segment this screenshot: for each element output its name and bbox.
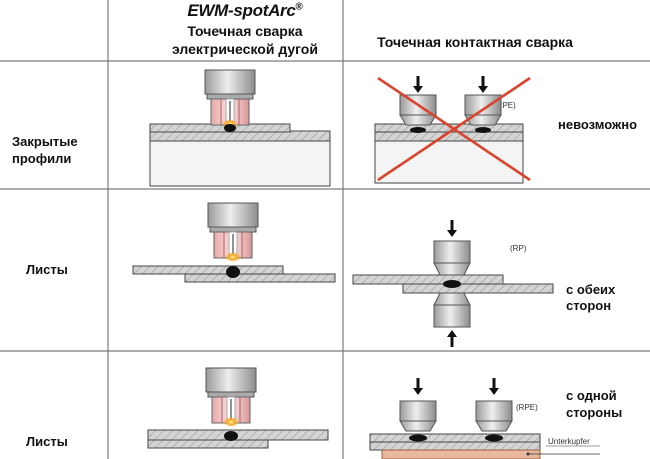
row3-note-line1: с одной (566, 388, 617, 403)
column1-heading-line2: электрической дугой (172, 41, 318, 57)
column2-heading: Точечная контактная сварка (377, 34, 573, 50)
column1-heading-line1: Точечная сварка (187, 23, 303, 39)
backing-label: Unterkupfer (548, 437, 590, 446)
row1-arc-diagram (149, 69, 331, 187)
row2-note-line1: с обеих (566, 282, 616, 297)
row3-label: Листы (26, 434, 68, 449)
row3-process-tag: (RPE) (516, 403, 538, 412)
row3-resistance-diagram (369, 376, 600, 459)
row1-label-line2: профили (12, 151, 72, 166)
row1-resistance-diagram (374, 74, 531, 184)
brand-title: EWM-spotArc® (187, 1, 303, 20)
row3-arc-diagram (147, 367, 329, 449)
row1-process-tag: (RPE) (494, 101, 516, 110)
row2-process-tag: (RP) (510, 244, 527, 253)
row1-label-line1: Закрытые (12, 134, 78, 149)
row2-arc-diagram (132, 202, 336, 283)
row3-note-line2: стороны (566, 405, 623, 420)
copper-backing (381, 449, 541, 459)
row2-resistance-diagram (352, 218, 554, 347)
row2-note-line2: сторон (566, 298, 612, 313)
row2-label: Листы (26, 262, 68, 277)
row1-note: невозможно (558, 117, 638, 132)
cross-line-2 (377, 76, 531, 182)
